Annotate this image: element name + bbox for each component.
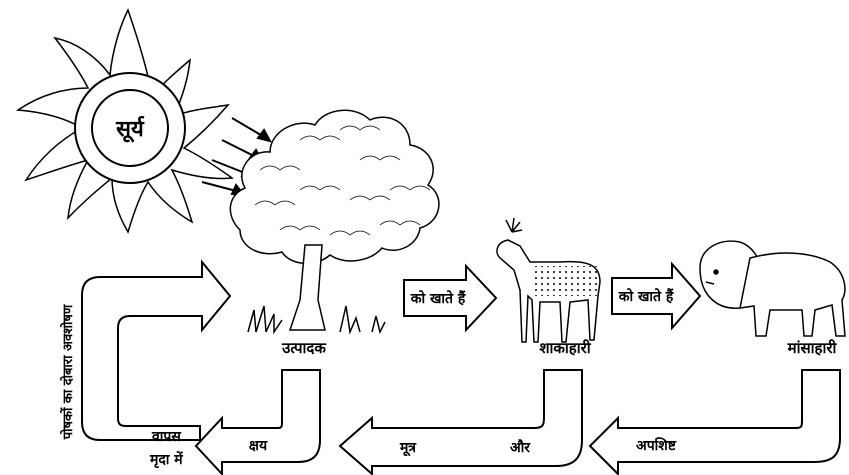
reabsorption-label: पोषकों का दोबारा अवशोषण — [60, 304, 76, 440]
decay-arrow: क्षय — [194, 369, 321, 475]
carnivore-label: मांसाहारी — [787, 339, 838, 357]
decay-label: क्षय — [249, 438, 268, 454]
herbivore-label: शाकाहारी — [539, 339, 591, 357]
and-label: और — [510, 439, 531, 456]
waste-arrow: अपशिष्ट — [588, 369, 841, 475]
tree-illustration — [229, 109, 440, 335]
eats-arrow-2: को खाते हैं — [611, 261, 702, 331]
sun-rays — [15, 8, 235, 234]
sun-inner-ring — [91, 89, 169, 167]
sun: सूर्य — [15, 8, 235, 234]
reabsorption-arrow: पोषकों का दोबारा अवशोषण — [60, 259, 232, 441]
tree-trunk — [288, 244, 326, 331]
back-to-soil-line-2: मृदा में — [149, 451, 184, 469]
lion-body — [739, 252, 846, 337]
producer-label: उत्पादक — [281, 339, 327, 357]
eats-label-2: को खाते हैं — [618, 288, 674, 305]
back-to-soil-line-1: वापस — [151, 429, 181, 445]
waste-label: अपशिष्ट — [636, 437, 677, 454]
lion-illustration — [699, 240, 846, 337]
sun-label: सूर्य — [115, 115, 145, 143]
urine-arrow: मूत्र और — [338, 369, 583, 475]
deer-illustration — [496, 217, 601, 343]
urine-label: मूत्र — [399, 440, 417, 457]
grass — [247, 305, 386, 335]
eats-label-1: को खाते हैं — [410, 290, 466, 307]
eats-arrow-1: को खाते हैं — [403, 263, 498, 333]
